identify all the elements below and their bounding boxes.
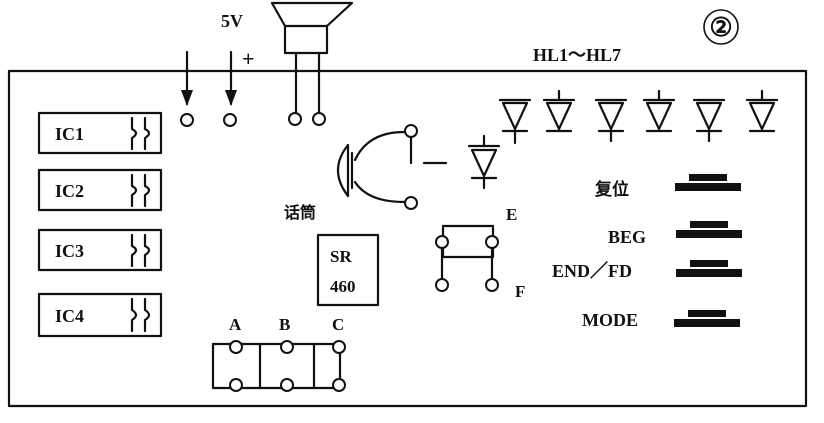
supply-plus-label: + [242, 46, 255, 71]
jumper-b-label: B [279, 315, 290, 334]
microphone-label: 话筒 [284, 203, 316, 222]
reset-button[interactable] [675, 174, 741, 191]
led-icon [594, 98, 628, 143]
ic-socket: IC4 [37, 292, 163, 338]
jumper-e-label: E [506, 205, 517, 224]
chip-label-line2: 460 [330, 277, 356, 296]
diode-icon [467, 134, 501, 190]
speaker-icon [270, 1, 354, 126]
led-icon [542, 89, 576, 133]
reset-button-label: 复位 [594, 179, 629, 200]
led-icon [642, 89, 676, 133]
microphone-icon [336, 124, 448, 210]
ic-label: IC3 [55, 241, 84, 261]
end-fd-button-label: END／FD [552, 261, 632, 281]
jumper-f-label: F [515, 282, 525, 301]
sr460-chip: SR 460 [316, 233, 380, 307]
led-icon [498, 98, 532, 145]
beg-button[interactable] [676, 221, 742, 238]
jumper-ef [435, 224, 499, 292]
ic-label: IC4 [55, 306, 84, 326]
mode-button[interactable] [674, 310, 740, 327]
end-fd-button[interactable] [676, 260, 742, 277]
led-icon [692, 98, 726, 143]
supply-voltage-label: 5V [221, 11, 243, 31]
jumper-a-label: A [229, 315, 242, 334]
circuit-board [7, 69, 808, 408]
ic-label: IC1 [55, 124, 84, 144]
chip-label-line1: SR [330, 247, 352, 266]
beg-button-label: BEG [608, 227, 646, 247]
figure-number-text: ② [709, 13, 732, 42]
figure-number: ② [703, 9, 739, 45]
ic-socket: IC2 [37, 168, 163, 212]
power-input-arrows [180, 50, 237, 127]
mode-button-label: MODE [582, 310, 638, 330]
jumper-c-label: C [332, 315, 344, 334]
led-icon [745, 89, 779, 133]
ic-socket: IC3 [37, 228, 163, 272]
ic-label: IC2 [55, 181, 84, 201]
led-row [498, 89, 779, 145]
jumper-abc [211, 340, 346, 392]
ic-socket: IC1 [37, 111, 163, 155]
led-label: HL1～HL7 [533, 45, 621, 65]
